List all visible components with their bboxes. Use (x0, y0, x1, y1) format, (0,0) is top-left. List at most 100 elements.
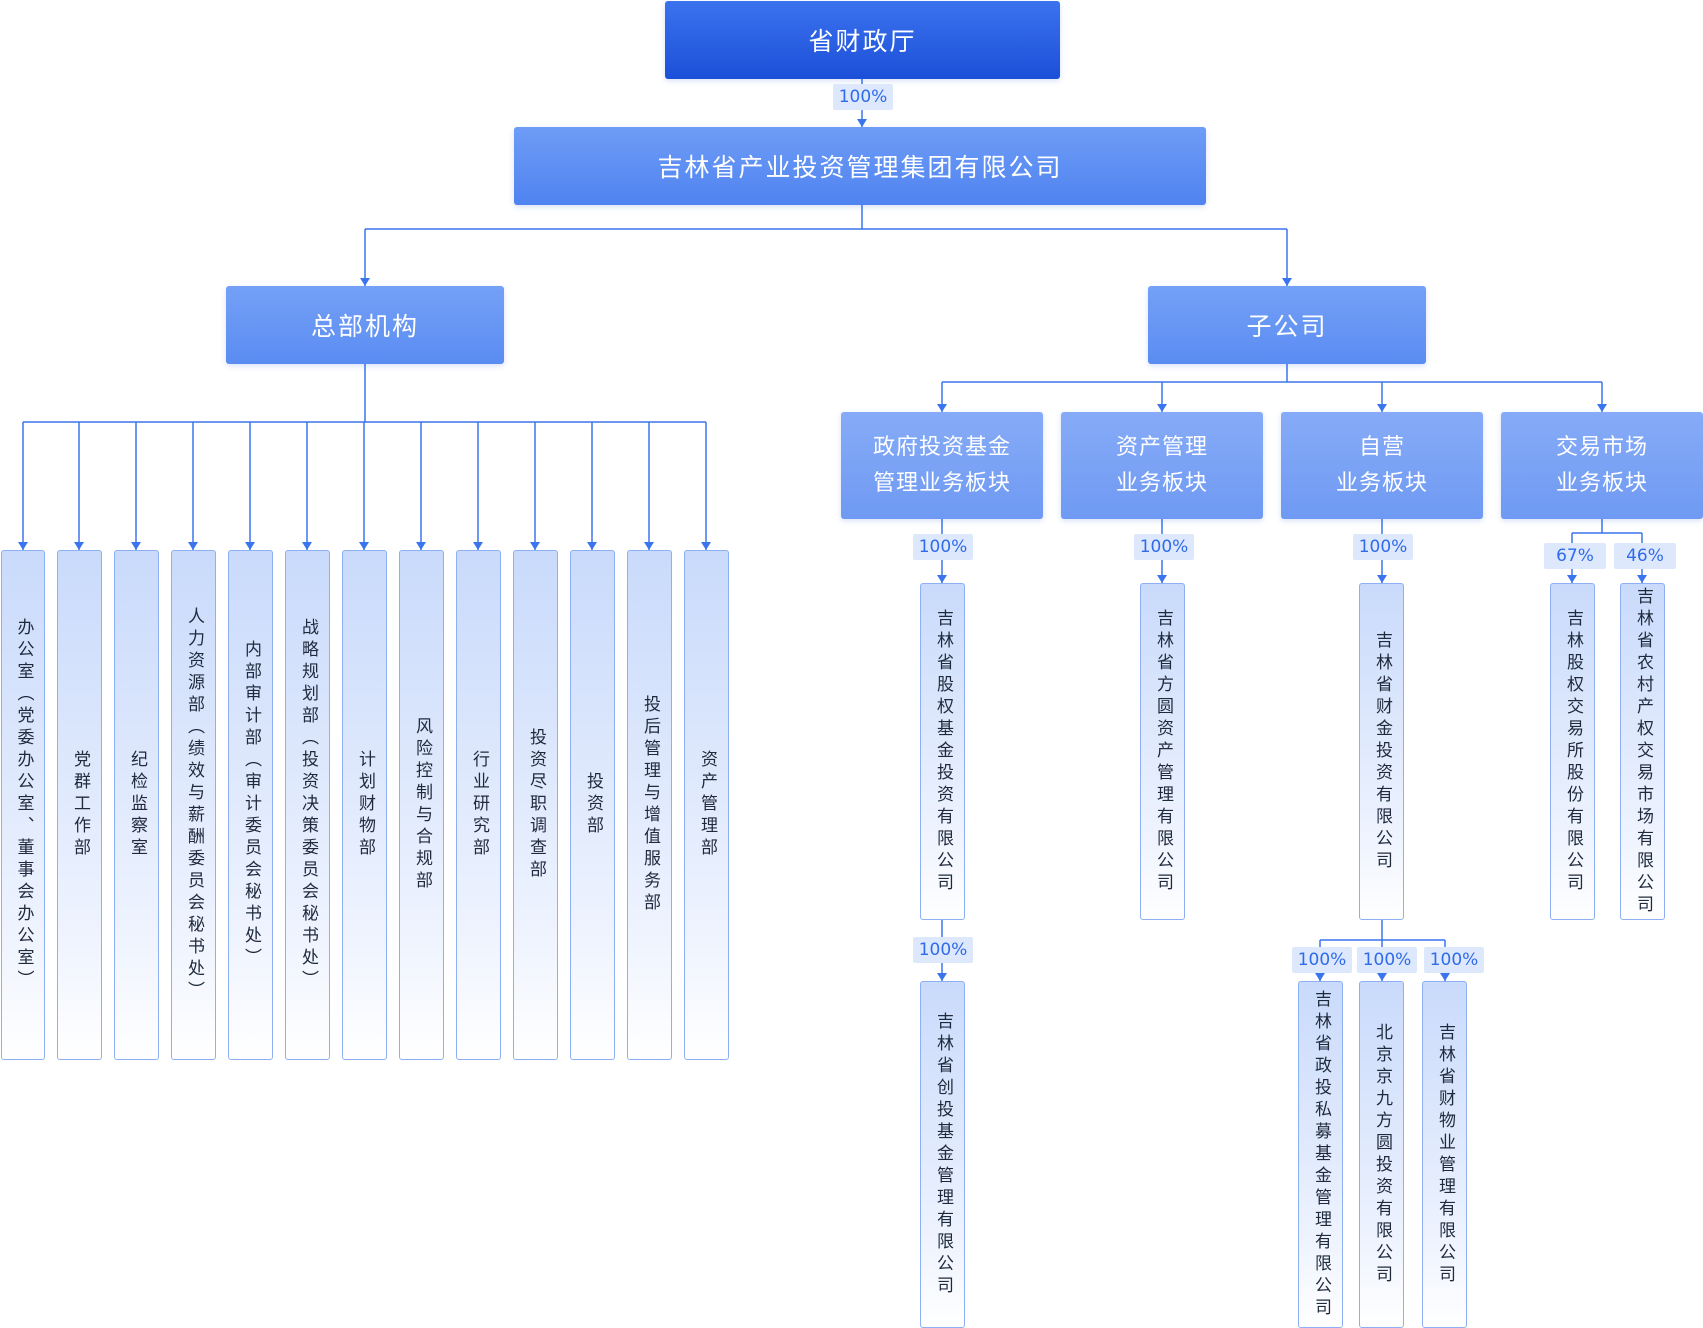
arrow-head (245, 542, 255, 550)
arrow-head (937, 404, 947, 412)
node-provincial-finance-dept: 省财政厅 (665, 1, 1060, 79)
segment-line2: 业务板块 (1115, 470, 1208, 496)
company-label: 吉林省方圆资产管理有限公司 (1153, 608, 1173, 895)
dept-post-investment: 投后管理与增值服务部 (627, 550, 672, 1060)
arrow-head (1377, 404, 1387, 412)
segment-line1: 资产管理 (1115, 434, 1208, 460)
company-label: 吉林省股权基金投资有限公司 (933, 608, 953, 895)
share-badge-seg1: 100% (913, 534, 973, 560)
arrow-head (701, 542, 711, 550)
arrow-head (937, 575, 947, 583)
segment-line2: 业务板块 (1335, 470, 1428, 496)
company-label: 吉林省财物业管理有限公司 (1435, 1022, 1455, 1287)
share-badge-seg2: 100% (1134, 534, 1194, 560)
segment-proprietary: 自营 业务板块 (1281, 412, 1483, 519)
arrow-head (1282, 278, 1292, 286)
company-label: 吉林省农村产权交易市场有限公司 (1633, 586, 1653, 917)
company-equity-exchange: 吉林股权交易所股份有限公司 (1550, 583, 1595, 920)
company-private-fund: 吉林省政投私募基金管理有限公司 (1298, 981, 1343, 1328)
company-label: 吉林股权交易所股份有限公司 (1563, 608, 1583, 895)
arrow-head (131, 542, 141, 550)
arrow-head (302, 542, 312, 550)
node-headquarters: 总部机构 (226, 286, 504, 364)
dept-industry-research: 行业研究部 (456, 550, 501, 1060)
node-label: 吉林省产业投资管理集团有限公司 (657, 153, 1063, 182)
arrow-head (18, 542, 28, 550)
arrow-head (1157, 404, 1167, 412)
company-fangyuan-asset: 吉林省方圆资产管理有限公司 (1140, 583, 1185, 920)
node-label: 省财政厅 (808, 27, 917, 56)
segment-line1: 政府投资基金 (872, 434, 1011, 460)
arrow-head (1157, 575, 1167, 583)
share-badge-child-2: 100% (1357, 947, 1417, 973)
share-badge-venture: 100% (913, 937, 973, 963)
company-property-management: 吉林省财物业管理有限公司 (1422, 981, 1467, 1328)
arrow-head (530, 542, 540, 550)
dept-label: 党群工作部 (70, 750, 90, 860)
segment-line1: 自营 (1358, 434, 1405, 460)
company-rural-property-exchange: 吉林省农村产权交易市场有限公司 (1620, 583, 1665, 920)
dept-asset-management: 资产管理部 (684, 550, 729, 1060)
arrow-head (1440, 973, 1450, 981)
arrow-head (360, 278, 370, 286)
arrow-head (74, 542, 84, 550)
arrow-head (1637, 575, 1647, 583)
arrow-head (937, 973, 947, 981)
dept-strategic-planning: 战略规划部（投资决策委员会秘书处） (285, 550, 330, 1060)
dept-label: 内部审计部（审计委员会秘书处） (241, 640, 261, 970)
dept-label: 投资部 (583, 772, 603, 838)
company-label: 吉林省财金投资有限公司 (1372, 630, 1392, 873)
dept-office: 办公室（党委办公室、董事会办公室） (1, 550, 45, 1060)
share-badge-top: 100% (833, 84, 893, 110)
arrow-head (1567, 575, 1577, 583)
node-label: 总部机构 (310, 312, 419, 341)
company-venture-fund: 吉林省创投基金管理有限公司 (920, 981, 965, 1328)
segment-asset-management: 资产管理 业务板块 (1061, 412, 1263, 519)
share-badge-child-1: 100% (1292, 947, 1352, 973)
node-label: 子公司 (1246, 312, 1328, 341)
arrow-head (188, 542, 198, 550)
node-subsidiaries: 子公司 (1148, 286, 1426, 364)
dept-risk-control: 风险控制与合规部 (399, 550, 444, 1060)
segment-government-fund: 政府投资基金 管理业务板块 (841, 412, 1043, 519)
arrow-head (1377, 575, 1387, 583)
company-caijin-investment: 吉林省财金投资有限公司 (1359, 583, 1404, 920)
segment-line2: 管理业务板块 (872, 470, 1011, 496)
company-equity-fund: 吉林省股权基金投资有限公司 (920, 583, 965, 920)
arrow-head (416, 542, 426, 550)
company-label: 吉林省政投私募基金管理有限公司 (1311, 989, 1331, 1320)
share-badge-trading-2: 46% (1614, 543, 1676, 569)
dept-label: 资产管理部 (697, 750, 717, 860)
dept-label: 风险控制与合规部 (412, 717, 432, 893)
arrow-head (857, 119, 867, 127)
dept-label: 办公室（党委办公室、董事会办公室） (13, 618, 34, 992)
dept-human-resources: 人力资源部（绩效与薪酬委员会秘书处） (171, 550, 216, 1060)
dept-label: 战略规划部（投资决策委员会秘书处） (298, 618, 318, 992)
dept-planning-finance: 计划财物部 (342, 550, 387, 1060)
arrow-head (1315, 973, 1325, 981)
arrow-head (1597, 404, 1607, 412)
segment-line2: 业务板块 (1555, 470, 1648, 496)
company-beijing-jingjiu: 北京京九方圆投资有限公司 (1359, 981, 1404, 1328)
dept-investment: 投资部 (570, 550, 615, 1060)
arrow-head (587, 542, 597, 550)
share-badge-seg3: 100% (1353, 534, 1413, 560)
company-label: 北京京九方圆投资有限公司 (1372, 1022, 1392, 1287)
dept-label: 纪检监察室 (127, 750, 147, 860)
dept-discipline-inspection: 纪检监察室 (114, 550, 159, 1060)
dept-label: 人力资源部（绩效与薪酬委员会秘书处） (184, 607, 204, 1003)
share-badge-trading-1: 67% (1544, 543, 1606, 569)
dept-due-diligence: 投资尽职调查部 (513, 550, 558, 1060)
dept-label: 行业研究部 (469, 750, 489, 860)
segment-trading-market: 交易市场 业务板块 (1501, 412, 1703, 519)
dept-label: 投资尽职调查部 (526, 728, 546, 882)
arrow-head (644, 542, 654, 550)
node-group-company: 吉林省产业投资管理集团有限公司 (514, 127, 1206, 205)
dept-internal-audit: 内部审计部（审计委员会秘书处） (228, 550, 273, 1060)
arrow-head (1377, 973, 1387, 981)
dept-label: 投后管理与增值服务部 (640, 695, 660, 915)
share-badge-child-3: 100% (1424, 947, 1484, 973)
dept-label: 计划财物部 (355, 750, 375, 860)
